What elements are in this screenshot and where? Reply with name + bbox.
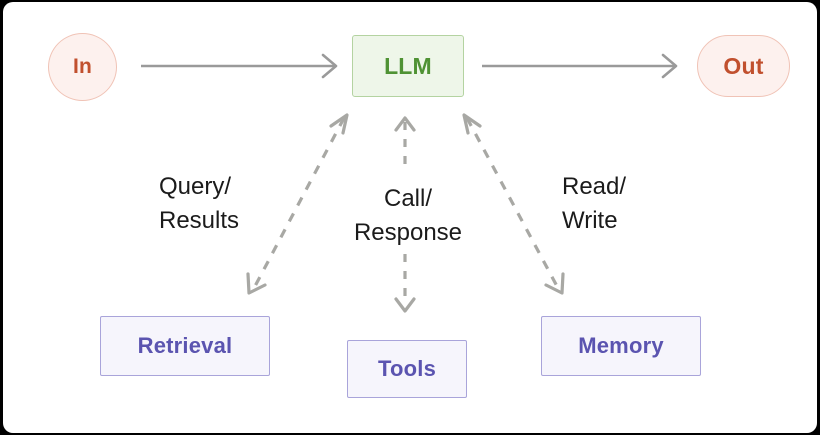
node-llm[interactable]: LLM bbox=[352, 35, 464, 97]
node-tools[interactable]: Tools bbox=[347, 340, 467, 398]
edge-label-call-response: Call/ Response bbox=[348, 182, 468, 250]
diagram-edges bbox=[141, 53, 678, 313]
edge-llm-to-out bbox=[482, 53, 678, 79]
edge-label-query-results-line1: Query/ bbox=[159, 173, 232, 200]
node-retrieval[interactable]: Retrieval bbox=[100, 316, 270, 376]
edge-in-to-llm bbox=[141, 53, 338, 79]
edge-llm-to-tools bbox=[394, 116, 416, 313]
edge-label-query-results: Query/ Results bbox=[159, 170, 239, 238]
edge-label-call-response-line1: Call/ bbox=[383, 185, 432, 212]
node-memory[interactable]: Memory bbox=[541, 316, 701, 376]
edge-label-call-response-line2: Response bbox=[353, 219, 463, 247]
diagram-card: In LLM Out Retrieval Tools Memory Query/… bbox=[3, 2, 817, 433]
node-out[interactable]: Out bbox=[697, 35, 790, 97]
node-in[interactable]: In bbox=[48, 33, 117, 101]
edge-label-read-write: Read/ Write bbox=[562, 170, 626, 238]
edge-llm-to-memory bbox=[462, 113, 565, 295]
edge-label-read-write-line2: Write bbox=[562, 207, 618, 235]
edge-llm-to-retrieval bbox=[246, 113, 349, 295]
edge-label-read-write-line1: Read/ bbox=[562, 173, 627, 200]
edge-label-query-results-line2: Results bbox=[159, 207, 240, 235]
